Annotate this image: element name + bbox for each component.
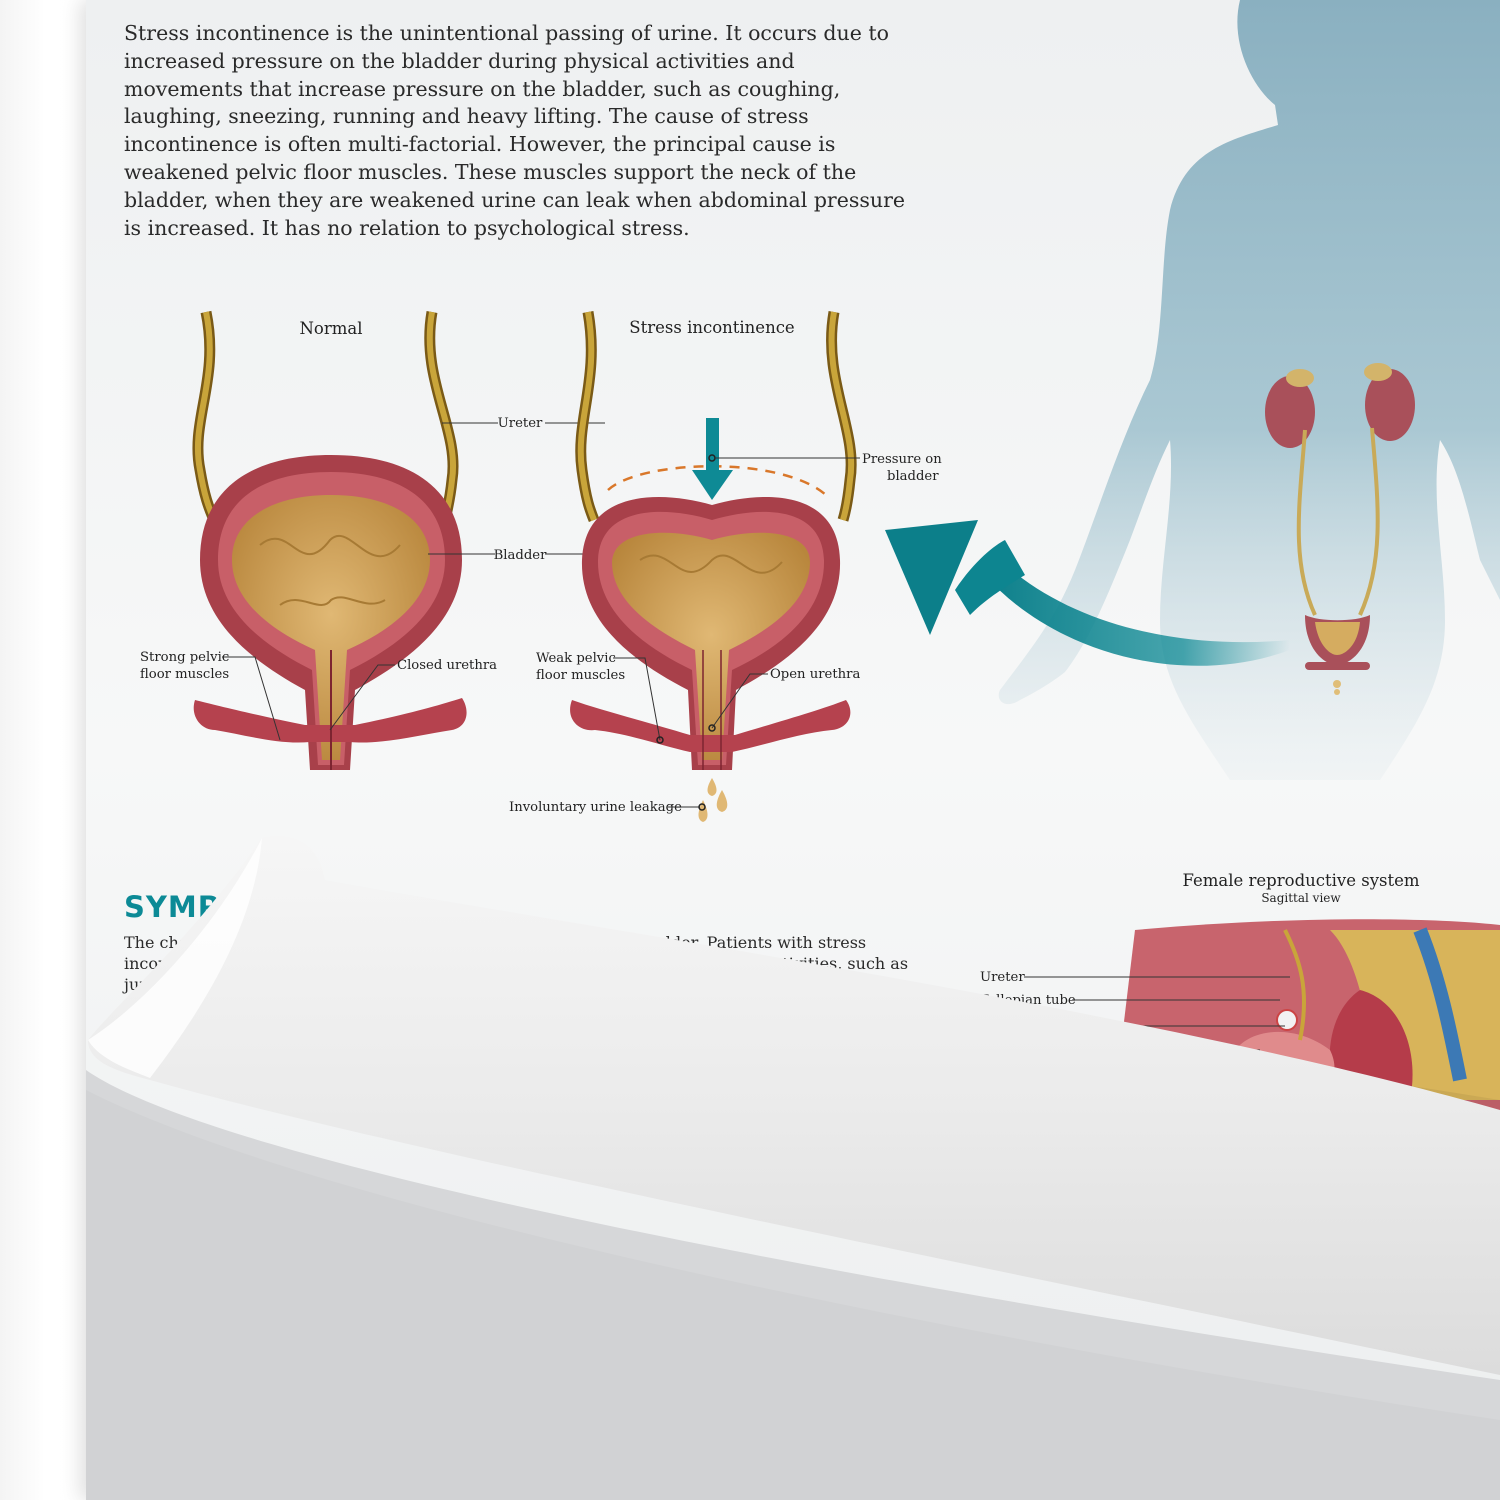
intro-paragraph: Stress incontinence is the unintentional… (124, 21, 906, 240)
normal-title: Normal (299, 319, 362, 338)
reproductive-label-ureter: Ureter (980, 970, 1025, 985)
symptoms-line-1-right: ladder. Patients with stress (646, 933, 867, 952)
urinary-tract-figure (1265, 363, 1415, 695)
reproductive-system-diagram: Female reproductive system Sagittal view… (980, 871, 1500, 1180)
body-silhouette (998, 0, 1500, 780)
pressure-label-2: bladder (887, 469, 939, 484)
symptoms-line-3-left: jumpi (124, 975, 170, 994)
reproductive-label-ovary: Ovary (980, 1019, 1020, 1034)
stress-muscle-label-2: floor muscles (536, 668, 625, 683)
symptoms-line-4-left: whe (124, 996, 158, 1015)
stress-title: Stress incontinence (629, 318, 794, 337)
pointer-arrow (885, 520, 1290, 666)
open-urethra-label: Open urethra (770, 667, 860, 682)
symptoms-line-2-left: inconti (124, 954, 180, 973)
leakage-label: Involuntary urine leakage (509, 800, 682, 815)
pressure-label-1: Pressure on (862, 452, 942, 467)
stress-muscle-label-1: Weak pelvic (536, 651, 616, 666)
reproductive-subtitle: Sagittal view (1261, 891, 1341, 905)
reproductive-title: Female reproductive system (1182, 871, 1419, 890)
normal-muscle-label-1: Strong pelvic (140, 650, 229, 665)
normal-muscle-label-2: floor muscles (140, 667, 229, 682)
bladder-label: Bladder (494, 548, 547, 563)
reproductive-label-fallopian: Fallopian tube (980, 993, 1076, 1008)
symptoms-line-2-right: ical activities, such as (730, 954, 909, 973)
normal-bladder-diagram: Normal Ureter Bladder Strong pelvic floo… (140, 310, 615, 770)
symptoms-heading: SYMPT (124, 890, 241, 924)
symptoms-line-3-right: e leakage (805, 975, 883, 994)
symptoms-line-1-left: The char (124, 933, 196, 952)
ureter-label: Ureter (498, 416, 543, 431)
closed-urethra-label: Closed urethra (397, 658, 497, 673)
stress-bladder-diagram: Stress incontinence Pressure on bladder … (509, 311, 942, 822)
